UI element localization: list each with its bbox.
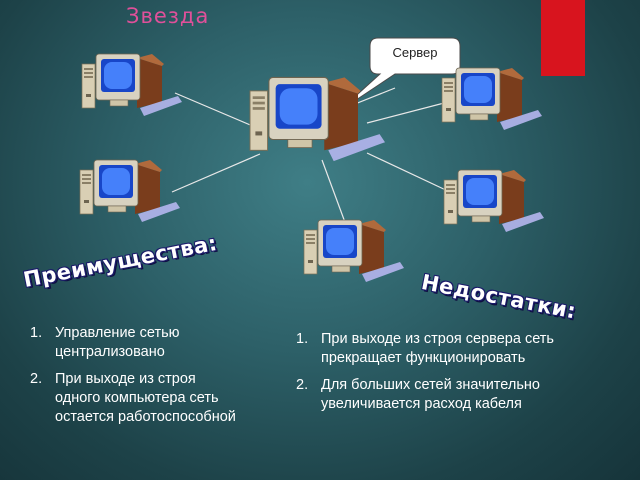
list-item: 2. При выходе из строя одного компьютера… (30, 370, 245, 427)
workstation-computer-icon (441, 67, 543, 131)
workstation-computer-icon (79, 159, 181, 223)
list-text: При выходе из строя одного компьютера се… (55, 371, 236, 425)
workstation-computer-icon (443, 169, 545, 233)
list-item: 1. При выходе из строя сервера сеть прек… (296, 330, 616, 368)
disadvantages-list: 1. При выходе из строя сервера сеть прек… (296, 330, 616, 422)
list-item: 2. Для больших сетей значительно увеличи… (296, 376, 616, 414)
list-number: 1. (296, 331, 309, 347)
list-text: Управление сетью централизовано (55, 325, 180, 360)
list-text: При выходе из строя сервера сеть прекращ… (321, 331, 554, 366)
workstation-computer-icon (81, 53, 183, 117)
list-item: 1. Управление сетью централизовано (30, 324, 245, 362)
server-label: Сервер (392, 45, 438, 60)
server-callout (337, 37, 461, 113)
accent-bar (541, 0, 585, 76)
list-number: 1. (30, 325, 43, 341)
workstation-computer-icon (303, 219, 405, 283)
slide-title: Звезда (126, 4, 210, 28)
list-text: Для больших сетей значительно увеличивае… (321, 377, 540, 412)
list-number: 2. (296, 377, 309, 393)
list-number: 2. (30, 371, 43, 387)
advantages-list: 1. Управление сетью централизовано 2. Пр… (30, 324, 245, 435)
